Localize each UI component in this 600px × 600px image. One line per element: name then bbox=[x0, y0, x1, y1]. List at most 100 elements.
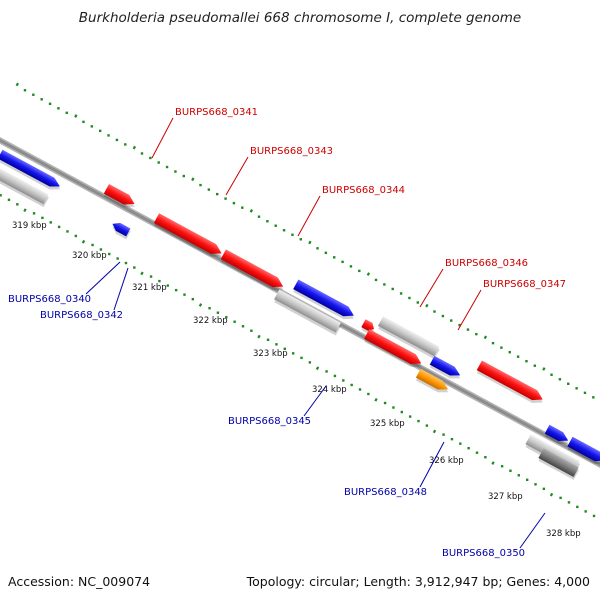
reverse-gene-label[interactable]: BURPS668_0340 bbox=[8, 294, 91, 305]
tick-dot bbox=[399, 292, 403, 295]
tick-dot bbox=[459, 442, 462, 445]
tick-dot bbox=[182, 174, 185, 178]
tick-dot bbox=[108, 252, 111, 256]
tick-dot bbox=[124, 261, 128, 265]
major-tick bbox=[374, 397, 378, 402]
tick-dot bbox=[299, 238, 302, 241]
tick-label: 319 kbp bbox=[12, 221, 47, 231]
forward-gene-leader bbox=[419, 268, 444, 308]
major-tick bbox=[308, 240, 312, 245]
tick-dot bbox=[408, 296, 411, 300]
tick-dot bbox=[450, 319, 453, 322]
tick-dot bbox=[291, 352, 295, 355]
tick-label: 324 kbp bbox=[312, 385, 347, 395]
tick-dot bbox=[300, 356, 303, 360]
reverse-gene-label[interactable]: BURPS668_0342 bbox=[40, 310, 123, 321]
tick-dot bbox=[383, 283, 386, 286]
gene-feature bbox=[103, 183, 135, 208]
reverse-gene-label[interactable]: BURPS668_0350 bbox=[442, 548, 525, 559]
major-tick bbox=[81, 239, 86, 244]
major-tick bbox=[549, 492, 554, 497]
tick-dot bbox=[441, 314, 445, 318]
tick-dot bbox=[374, 278, 378, 282]
tick-dot bbox=[433, 310, 436, 313]
tick-dot bbox=[65, 111, 68, 115]
tick-dot bbox=[57, 107, 60, 110]
tick-dot bbox=[341, 260, 344, 264]
tick-dot bbox=[241, 206, 244, 209]
tick-dot bbox=[90, 125, 94, 128]
tick-dot bbox=[216, 192, 219, 196]
forward-gene-label[interactable]: BURPS668_0347 bbox=[483, 279, 566, 290]
gene-feature bbox=[544, 424, 569, 444]
tick-dot bbox=[183, 293, 186, 296]
gene-feature bbox=[476, 360, 543, 404]
tick-label: 326 kbp bbox=[429, 456, 464, 466]
tick-dot bbox=[41, 216, 44, 220]
tick-dot bbox=[333, 256, 336, 259]
tick-dot bbox=[533, 364, 537, 367]
reverse-gene-label[interactable]: BURPS668_0345 bbox=[228, 416, 311, 427]
gene-feature bbox=[153, 213, 222, 257]
map-title: Burkholderia pseudomallei 668 chromosome… bbox=[79, 10, 521, 26]
tick-dot bbox=[500, 346, 503, 349]
gene-feature bbox=[361, 319, 375, 334]
gene-feature bbox=[377, 316, 440, 360]
tick-dot bbox=[559, 496, 562, 500]
tick-dot bbox=[99, 248, 103, 251]
tick-dot bbox=[157, 161, 160, 164]
reverse-gene-leader bbox=[419, 441, 445, 488]
tick-dot bbox=[358, 388, 362, 391]
major-tick bbox=[483, 335, 488, 340]
tick-dot bbox=[575, 387, 578, 390]
tick-dot bbox=[425, 424, 429, 427]
tick-dot bbox=[325, 370, 328, 373]
major-tick bbox=[132, 145, 137, 150]
reverse-gene-label[interactable]: BURPS668_0348 bbox=[344, 487, 427, 498]
forward-gene-label[interactable]: BURPS668_0341 bbox=[175, 107, 258, 118]
forward-gene-label[interactable]: BURPS668_0346 bbox=[445, 258, 528, 269]
reverse-gene-leader bbox=[303, 385, 327, 417]
tick-dot bbox=[174, 288, 178, 292]
tick-dot bbox=[116, 257, 119, 260]
tick-dot bbox=[408, 415, 412, 418]
tick-dot bbox=[458, 323, 461, 327]
tick-dot bbox=[107, 134, 110, 137]
reverse-gene-leader bbox=[85, 261, 121, 295]
tick-dot bbox=[467, 446, 470, 450]
major-tick bbox=[249, 209, 254, 213]
tick-dot bbox=[534, 483, 537, 486]
tick-dot bbox=[316, 247, 319, 250]
tick-dot bbox=[232, 201, 236, 205]
forward-gene-leader bbox=[457, 289, 482, 331]
tick-dot bbox=[166, 284, 169, 287]
tick-dot bbox=[207, 188, 211, 191]
tick-dot bbox=[57, 225, 61, 229]
tick-dot bbox=[350, 383, 353, 387]
tick-dot bbox=[233, 320, 236, 323]
tick-dot bbox=[32, 212, 36, 215]
tick-dot bbox=[224, 197, 227, 200]
tick-dot-track bbox=[0, 82, 596, 518]
tick-dot bbox=[484, 456, 487, 459]
tick-dot bbox=[349, 265, 353, 268]
forward-gene-label[interactable]: BURPS668_0344 bbox=[322, 185, 405, 196]
gene-feature bbox=[415, 368, 449, 393]
major-tick bbox=[315, 366, 320, 371]
tick-dot bbox=[516, 355, 520, 358]
tick-dot bbox=[99, 129, 102, 133]
major-tick bbox=[366, 272, 371, 276]
forward-gene-label[interactable]: BURPS668_0343 bbox=[250, 146, 333, 157]
major-tick bbox=[191, 177, 195, 182]
major-tick bbox=[425, 303, 429, 308]
tick-dot bbox=[491, 341, 495, 345]
tick-dot bbox=[383, 401, 387, 405]
feature-layer bbox=[0, 149, 600, 480]
tick-dot bbox=[48, 102, 52, 105]
tick-label: 325 kbp bbox=[370, 419, 405, 429]
tick-dot bbox=[525, 478, 529, 482]
tick-dot bbox=[500, 465, 504, 468]
gene-feature bbox=[567, 436, 600, 465]
